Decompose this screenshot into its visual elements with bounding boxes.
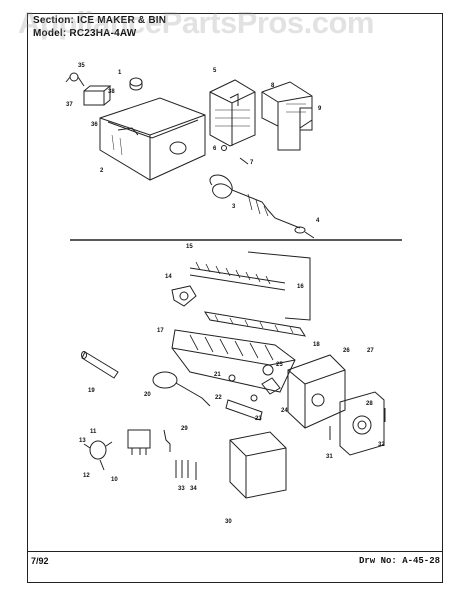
control-module-26 (287, 354, 346, 429)
callout-29: 29 (181, 426, 188, 432)
drawing-sheet (27, 13, 443, 583)
stripper-18 (203, 311, 307, 337)
wire-harness (209, 174, 306, 234)
callout-3: 3 (232, 204, 236, 210)
screw-6 (221, 145, 227, 151)
callout-11: 11 (90, 429, 97, 435)
part-1-cap (129, 77, 143, 87)
duct-part-8 (261, 81, 313, 151)
callout-layer: 1234567891011121314151617181920212223242… (66, 63, 385, 525)
callout-14: 14 (165, 274, 172, 280)
callout-35: 35 (78, 63, 85, 69)
part-14 (171, 285, 197, 307)
callout-25: 25 (276, 362, 283, 368)
callout-20: 20 (144, 392, 151, 398)
drawing-number: Drw No: A-45-28 (358, 556, 440, 566)
callout-10: 10 (111, 477, 118, 483)
callout-19: 19 (88, 388, 95, 394)
fill-tube-19 (81, 351, 119, 379)
callout-6: 6 (213, 146, 217, 152)
ice-bin (99, 97, 206, 181)
screws-33 (175, 460, 189, 478)
screw-7 (239, 157, 249, 165)
model-title: Model: RC23HA-4AW (33, 28, 137, 39)
callout-28: 28 (366, 401, 373, 407)
probe-29b (163, 429, 171, 452)
section-title: Section: ICE MAKER & BIN (33, 15, 167, 26)
callout-34: 34 (190, 486, 197, 492)
cover-30 (229, 431, 287, 499)
cover-27 (339, 391, 385, 456)
callout-16: 16 (297, 284, 304, 290)
callout-30: 30 (225, 519, 232, 525)
footer-divider (27, 551, 443, 552)
motor-assembly (65, 72, 112, 106)
callout-33: 33 (178, 486, 185, 492)
callout-5: 5 (213, 68, 217, 74)
callout-2: 2 (100, 168, 104, 174)
callout-26: 26 (343, 348, 350, 354)
heater-20 (152, 371, 211, 407)
part-22 (225, 399, 263, 421)
callout-9: 9 (318, 106, 322, 112)
part-24 (262, 364, 274, 376)
callout-24: 24 (281, 408, 288, 414)
part-25 (261, 377, 281, 395)
valve-assembly (83, 440, 113, 471)
part-29 (127, 429, 151, 455)
chute-housing (209, 79, 256, 147)
callout-12: 12 (83, 473, 90, 479)
callout-21: 21 (214, 372, 221, 378)
callout-32: 32 (378, 442, 385, 448)
callout-38: 38 (108, 89, 115, 95)
callout-15: 15 (186, 244, 193, 250)
callout-1: 1 (118, 70, 122, 76)
part-23 (250, 394, 258, 402)
callout-22: 22 (215, 395, 222, 401)
ejector-blades (189, 261, 286, 291)
callout-37: 37 (66, 102, 73, 108)
callout-31: 31 (326, 454, 333, 460)
callout-4: 4 (316, 218, 320, 224)
callout-18: 18 (313, 342, 320, 348)
callout-36: 36 (91, 122, 98, 128)
callout-8: 8 (271, 83, 275, 89)
callout-13: 13 (79, 438, 86, 444)
connector-4 (304, 231, 315, 239)
footer-date: 7/92 (31, 556, 49, 566)
part-21 (228, 374, 236, 382)
ice-mold (171, 329, 296, 393)
callout-7: 7 (250, 160, 254, 166)
callout-23: 23 (255, 416, 262, 422)
callout-17: 17 (157, 328, 164, 334)
callout-27: 27 (367, 348, 374, 354)
panel-16 (247, 251, 311, 321)
